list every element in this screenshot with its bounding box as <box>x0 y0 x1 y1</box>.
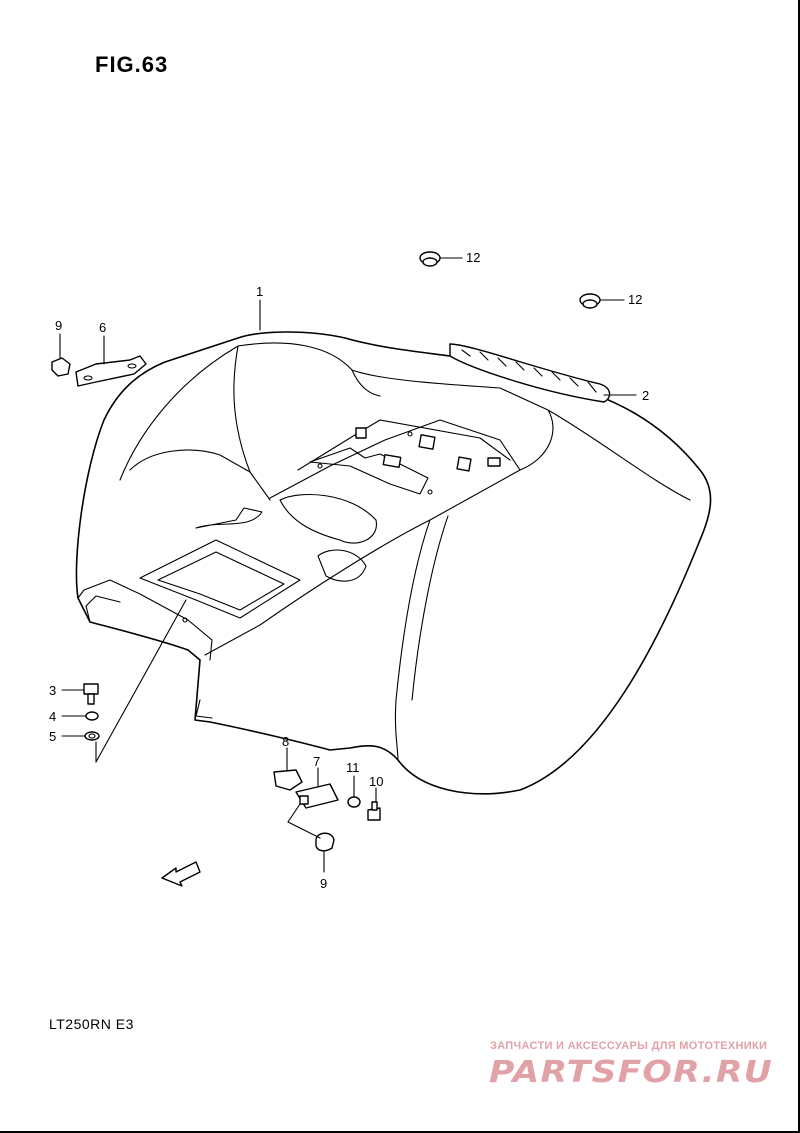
nut-9-upper <box>51 333 71 377</box>
fwd-arrow: FWD <box>161 861 201 887</box>
callout-12-right: 12 <box>628 292 642 307</box>
figure-title: FIG.63 <box>95 52 169 77</box>
callout-4: 4 <box>49 709 56 724</box>
callout-10: 10 <box>369 774 383 789</box>
washer-5 <box>61 731 100 741</box>
callout-8: 8 <box>282 734 289 749</box>
plug-9-lower <box>287 803 335 873</box>
callout-12-upper: 12 <box>466 250 480 265</box>
clip-8 <box>273 747 303 791</box>
rear-fender <box>75 299 712 795</box>
callout-3: 3 <box>49 683 56 698</box>
plug-12-right <box>579 293 625 309</box>
callout-5: 5 <box>49 729 56 744</box>
bracket-6 <box>75 335 147 387</box>
nut-11 <box>347 775 361 808</box>
model-code: LT250RN E3 <box>49 1016 134 1032</box>
washer-4 <box>61 711 99 721</box>
callout-9-upper: 9 <box>55 318 62 333</box>
plug-12-upper <box>419 251 463 267</box>
frame-right <box>798 0 800 1133</box>
assembly-leader-3-5 <box>95 599 187 763</box>
callout-11: 11 <box>346 760 360 775</box>
watermark-logo: PARTSFOR.RU <box>489 1055 773 1088</box>
callout-9-lower: 9 <box>320 876 327 891</box>
watermark-logo-text: PARTSFOR.RU <box>489 1055 773 1088</box>
bolt-3 <box>61 683 99 705</box>
watermark-caption: ЗАПЧАСТИ И АКСЕССУАРЫ ДЛЯ МОТОТЕХНИКИ <box>490 1040 768 1052</box>
bracket-7 <box>295 767 339 809</box>
callout-1: 1 <box>256 284 263 299</box>
callout-6: 6 <box>99 320 106 335</box>
grip-pad <box>449 343 637 403</box>
callout-2: 2 <box>642 388 649 403</box>
frame-bottom <box>0 1131 800 1133</box>
callout-7: 7 <box>313 754 320 769</box>
screw-10 <box>367 787 381 821</box>
